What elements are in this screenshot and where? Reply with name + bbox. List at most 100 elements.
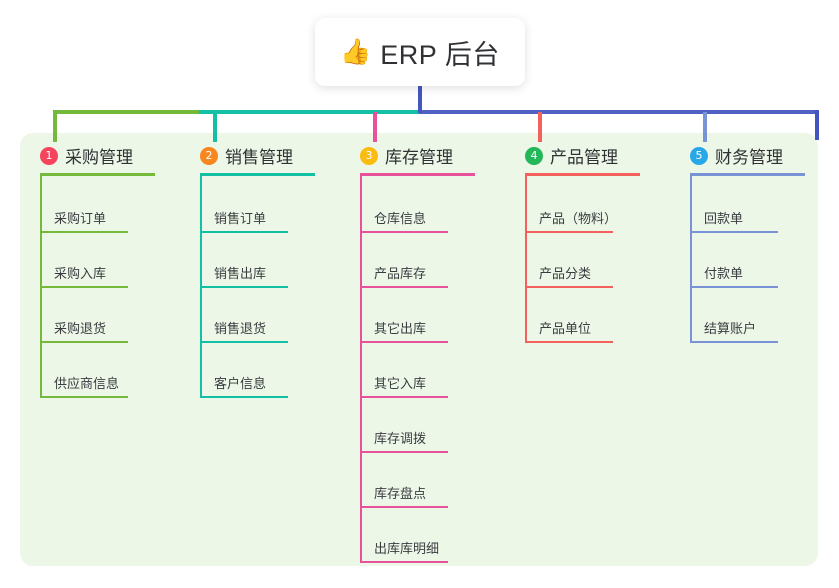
column-badge-icon: 1 xyxy=(40,146,58,165)
column-header-5[interactable]: 5 财务管理 xyxy=(690,143,783,168)
column-header-2[interactable]: 2 销售管理 xyxy=(200,143,293,168)
menu-item-rule xyxy=(200,396,288,398)
menu-item[interactable]: 库存盘点 xyxy=(360,478,448,508)
menu-item-label: 出库库明细 xyxy=(374,541,440,556)
column-title: 销售管理 xyxy=(225,148,293,167)
column-spine xyxy=(525,176,527,343)
menu-item-rule xyxy=(40,396,128,398)
menu-item-rule xyxy=(525,231,613,233)
menu-item-label: 其它入库 xyxy=(374,376,427,391)
menu-item-rule xyxy=(360,561,448,563)
menu-item[interactable]: 结算账户 xyxy=(690,313,778,343)
menu-item-rule xyxy=(690,231,778,233)
menu-item-label: 其它出库 xyxy=(374,321,427,336)
menu-item-rule xyxy=(200,341,288,343)
menu-item-label: 产品（物料） xyxy=(539,211,618,226)
menu-item-label: 销售退货 xyxy=(214,321,267,336)
column-badge-icon: 2 xyxy=(200,146,218,165)
menu-item[interactable]: 其它入库 xyxy=(360,368,448,398)
menu-item-rule xyxy=(200,231,288,233)
menu-item-rule xyxy=(360,341,448,343)
menu-item-rule xyxy=(40,341,128,343)
page-title: ERP 后台 xyxy=(380,39,500,70)
menu-item-rule xyxy=(360,506,448,508)
menu-item-label: 库存调拨 xyxy=(374,431,427,446)
menu-item-rule xyxy=(200,286,288,288)
column-header-4[interactable]: 4 产品管理 xyxy=(525,143,618,168)
menu-item[interactable]: 产品（物料） xyxy=(525,203,617,233)
menu-item-label: 销售出库 xyxy=(214,266,267,281)
column-header-rule xyxy=(525,173,640,176)
menu-item-rule xyxy=(360,396,448,398)
menu-item-label: 付款单 xyxy=(704,266,744,281)
connector-cap-right xyxy=(815,110,819,140)
menu-item-rule xyxy=(690,341,778,343)
column-spine xyxy=(360,176,362,563)
connector-drop-2 xyxy=(213,112,217,142)
menu-item-rule xyxy=(690,286,778,288)
column-header-rule xyxy=(690,173,805,176)
menu-item[interactable]: 采购入库 xyxy=(40,258,128,288)
menu-item-label: 客户信息 xyxy=(214,376,267,391)
connector-drop-4 xyxy=(538,112,542,142)
menu-item[interactable]: 付款单 xyxy=(690,258,778,288)
menu-item[interactable]: 库存调拨 xyxy=(360,423,448,453)
connector-drop-5 xyxy=(703,112,707,142)
connector-drop-1 xyxy=(53,112,57,142)
column-title: 库存管理 xyxy=(385,148,453,167)
menu-item[interactable]: 仓库信息 xyxy=(360,203,448,233)
menu-item-label: 采购退货 xyxy=(54,321,107,336)
menu-item[interactable]: 采购订单 xyxy=(40,203,128,233)
column-header-rule xyxy=(360,173,475,176)
menu-item[interactable]: 产品库存 xyxy=(360,258,448,288)
menu-item-rule xyxy=(360,451,448,453)
menu-item[interactable]: 销售出库 xyxy=(200,258,288,288)
menu-item-label: 销售订单 xyxy=(214,211,267,226)
connector-bar-blue xyxy=(419,110,819,114)
menu-item[interactable]: 产品单位 xyxy=(525,313,613,343)
menu-item[interactable]: 销售订单 xyxy=(200,203,288,233)
menu-item-label: 产品单位 xyxy=(539,321,592,336)
menu-item-rule xyxy=(525,341,613,343)
menu-item-rule xyxy=(525,286,613,288)
connector-bar-teal xyxy=(199,110,421,114)
menu-item-label: 库存盘点 xyxy=(374,486,427,501)
menu-item-label: 仓库信息 xyxy=(374,211,427,226)
root-stem-connector xyxy=(418,86,422,113)
menu-item-label: 回款单 xyxy=(704,211,744,226)
column-title: 产品管理 xyxy=(550,148,618,167)
menu-item[interactable]: 客户信息 xyxy=(200,368,288,398)
column-badge-icon: 4 xyxy=(525,146,543,165)
menu-item-label: 采购入库 xyxy=(54,266,107,281)
column-badge-icon: 5 xyxy=(690,146,708,165)
menu-item-label: 结算账户 xyxy=(704,321,757,336)
menu-item[interactable]: 产品分类 xyxy=(525,258,613,288)
column-header-3[interactable]: 3 库存管理 xyxy=(360,143,453,168)
connector-drop-3 xyxy=(373,112,377,142)
menu-item-label: 产品库存 xyxy=(374,266,427,281)
column-header-rule xyxy=(40,173,155,176)
root-node-card[interactable]: 👍 ERP 后台 xyxy=(315,18,525,86)
menu-item[interactable]: 采购退货 xyxy=(40,313,128,343)
menu-item-label: 采购订单 xyxy=(54,211,107,226)
menu-item[interactable]: 供应商信息 xyxy=(40,368,128,398)
menu-item-rule xyxy=(40,286,128,288)
column-badge-icon: 3 xyxy=(360,146,378,165)
column-header-rule xyxy=(200,173,315,176)
menu-item[interactable]: 销售退货 xyxy=(200,313,288,343)
menu-item-label: 产品分类 xyxy=(539,266,592,281)
menu-item[interactable]: 回款单 xyxy=(690,203,778,233)
menu-item-label: 供应商信息 xyxy=(54,376,120,391)
thumbs-up-icon: 👍 xyxy=(340,37,372,66)
menu-item-rule xyxy=(40,231,128,233)
menu-item-rule xyxy=(360,286,448,288)
menu-item[interactable]: 出库库明细 xyxy=(360,533,448,563)
column-spine xyxy=(690,176,692,343)
menu-item[interactable]: 其它出库 xyxy=(360,313,448,343)
column-title: 财务管理 xyxy=(715,148,783,167)
menu-item-rule xyxy=(360,231,448,233)
root-node-content: 👍 ERP 后台 xyxy=(340,33,500,72)
